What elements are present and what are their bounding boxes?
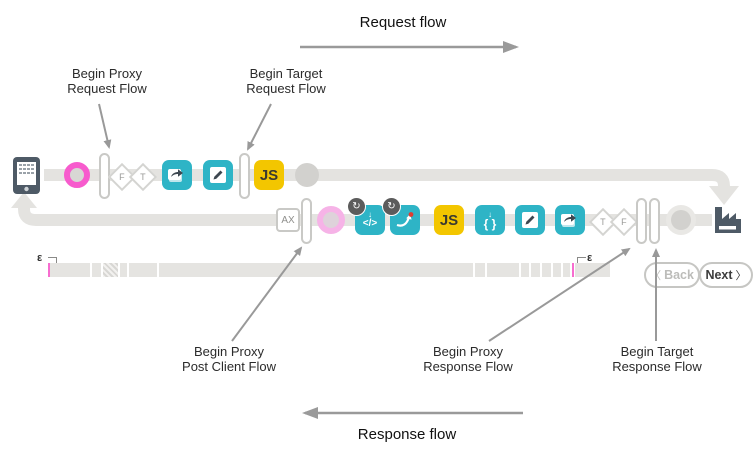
label-begin-target-request-flow: Begin Target Request Flow xyxy=(246,66,326,96)
label-begin-proxy-request-flow: Begin Proxy Request Flow xyxy=(67,66,147,96)
route-policy-icon[interactable] xyxy=(555,205,585,235)
proxy-request-start-ring[interactable] xyxy=(64,162,90,188)
post-client-flow-pill[interactable] xyxy=(301,198,312,244)
back-button[interactable]: 〈 Back xyxy=(644,262,700,288)
chevron-right-icon: 〉 xyxy=(735,270,747,282)
code-policy-icon[interactable]: ↓ </> xyxy=(355,205,385,235)
arrow-begin-proxy-post-client xyxy=(231,246,303,342)
analytics-step-badge[interactable]: AX xyxy=(276,208,300,232)
proxy-response-flow-pill[interactable] xyxy=(636,198,647,244)
route-policy-icon[interactable] xyxy=(162,160,192,190)
label-begin-proxy-post-client-flow: Begin Proxy Post Client Flow xyxy=(182,344,276,374)
service-callout-policy-icon[interactable] xyxy=(390,205,420,235)
label-begin-proxy-response-flow: Begin Proxy Response Flow xyxy=(423,344,513,374)
loop-badge-icon: ↻ xyxy=(382,197,401,216)
response-step-dot[interactable] xyxy=(671,210,691,230)
request-step-dot[interactable] xyxy=(295,163,319,187)
proxy-response-start-ring[interactable] xyxy=(317,206,345,234)
timeline-hatched-segment xyxy=(103,263,118,277)
extract-variables-policy-icon[interactable]: ↓ { } xyxy=(475,205,505,235)
condition-diamond-true[interactable]: T xyxy=(128,162,158,192)
javascript-policy-icon[interactable]: JS xyxy=(434,205,464,235)
edit-policy-icon[interactable] xyxy=(515,205,545,235)
timeline-end-tick xyxy=(572,263,574,277)
request-flow-title: Request flow xyxy=(359,14,447,31)
trace-timeline-scrubber[interactable] xyxy=(48,263,610,277)
timeline-cursor-tick[interactable] xyxy=(48,263,50,277)
target-request-flow-pill[interactable] xyxy=(239,153,250,199)
edit-policy-icon[interactable] xyxy=(203,160,233,190)
next-button[interactable]: Next 〉 xyxy=(699,262,753,288)
loop-badge-icon: ↻ xyxy=(347,197,366,216)
epsilon-marker-left: ε xyxy=(37,252,43,264)
response-flow-title: Response flow xyxy=(357,426,457,443)
chevron-left-icon: 〈 xyxy=(650,270,662,282)
javascript-policy-icon[interactable]: JS xyxy=(254,160,284,190)
smartphone-icon xyxy=(12,156,41,195)
down-arrow-icon: ↓ xyxy=(368,210,372,219)
condition-diamond-false[interactable]: F xyxy=(609,207,639,237)
label-begin-target-response-flow: Begin Target Response Flow xyxy=(612,344,702,374)
epsilon-bracket-left xyxy=(48,257,57,265)
down-arrow-icon: ↓ xyxy=(488,209,492,219)
target-response-flow-pill[interactable] xyxy=(649,198,660,244)
arrow-begin-target-request xyxy=(247,103,272,151)
arrow-begin-proxy-request xyxy=(98,103,112,149)
target-server-icon xyxy=(711,203,744,236)
